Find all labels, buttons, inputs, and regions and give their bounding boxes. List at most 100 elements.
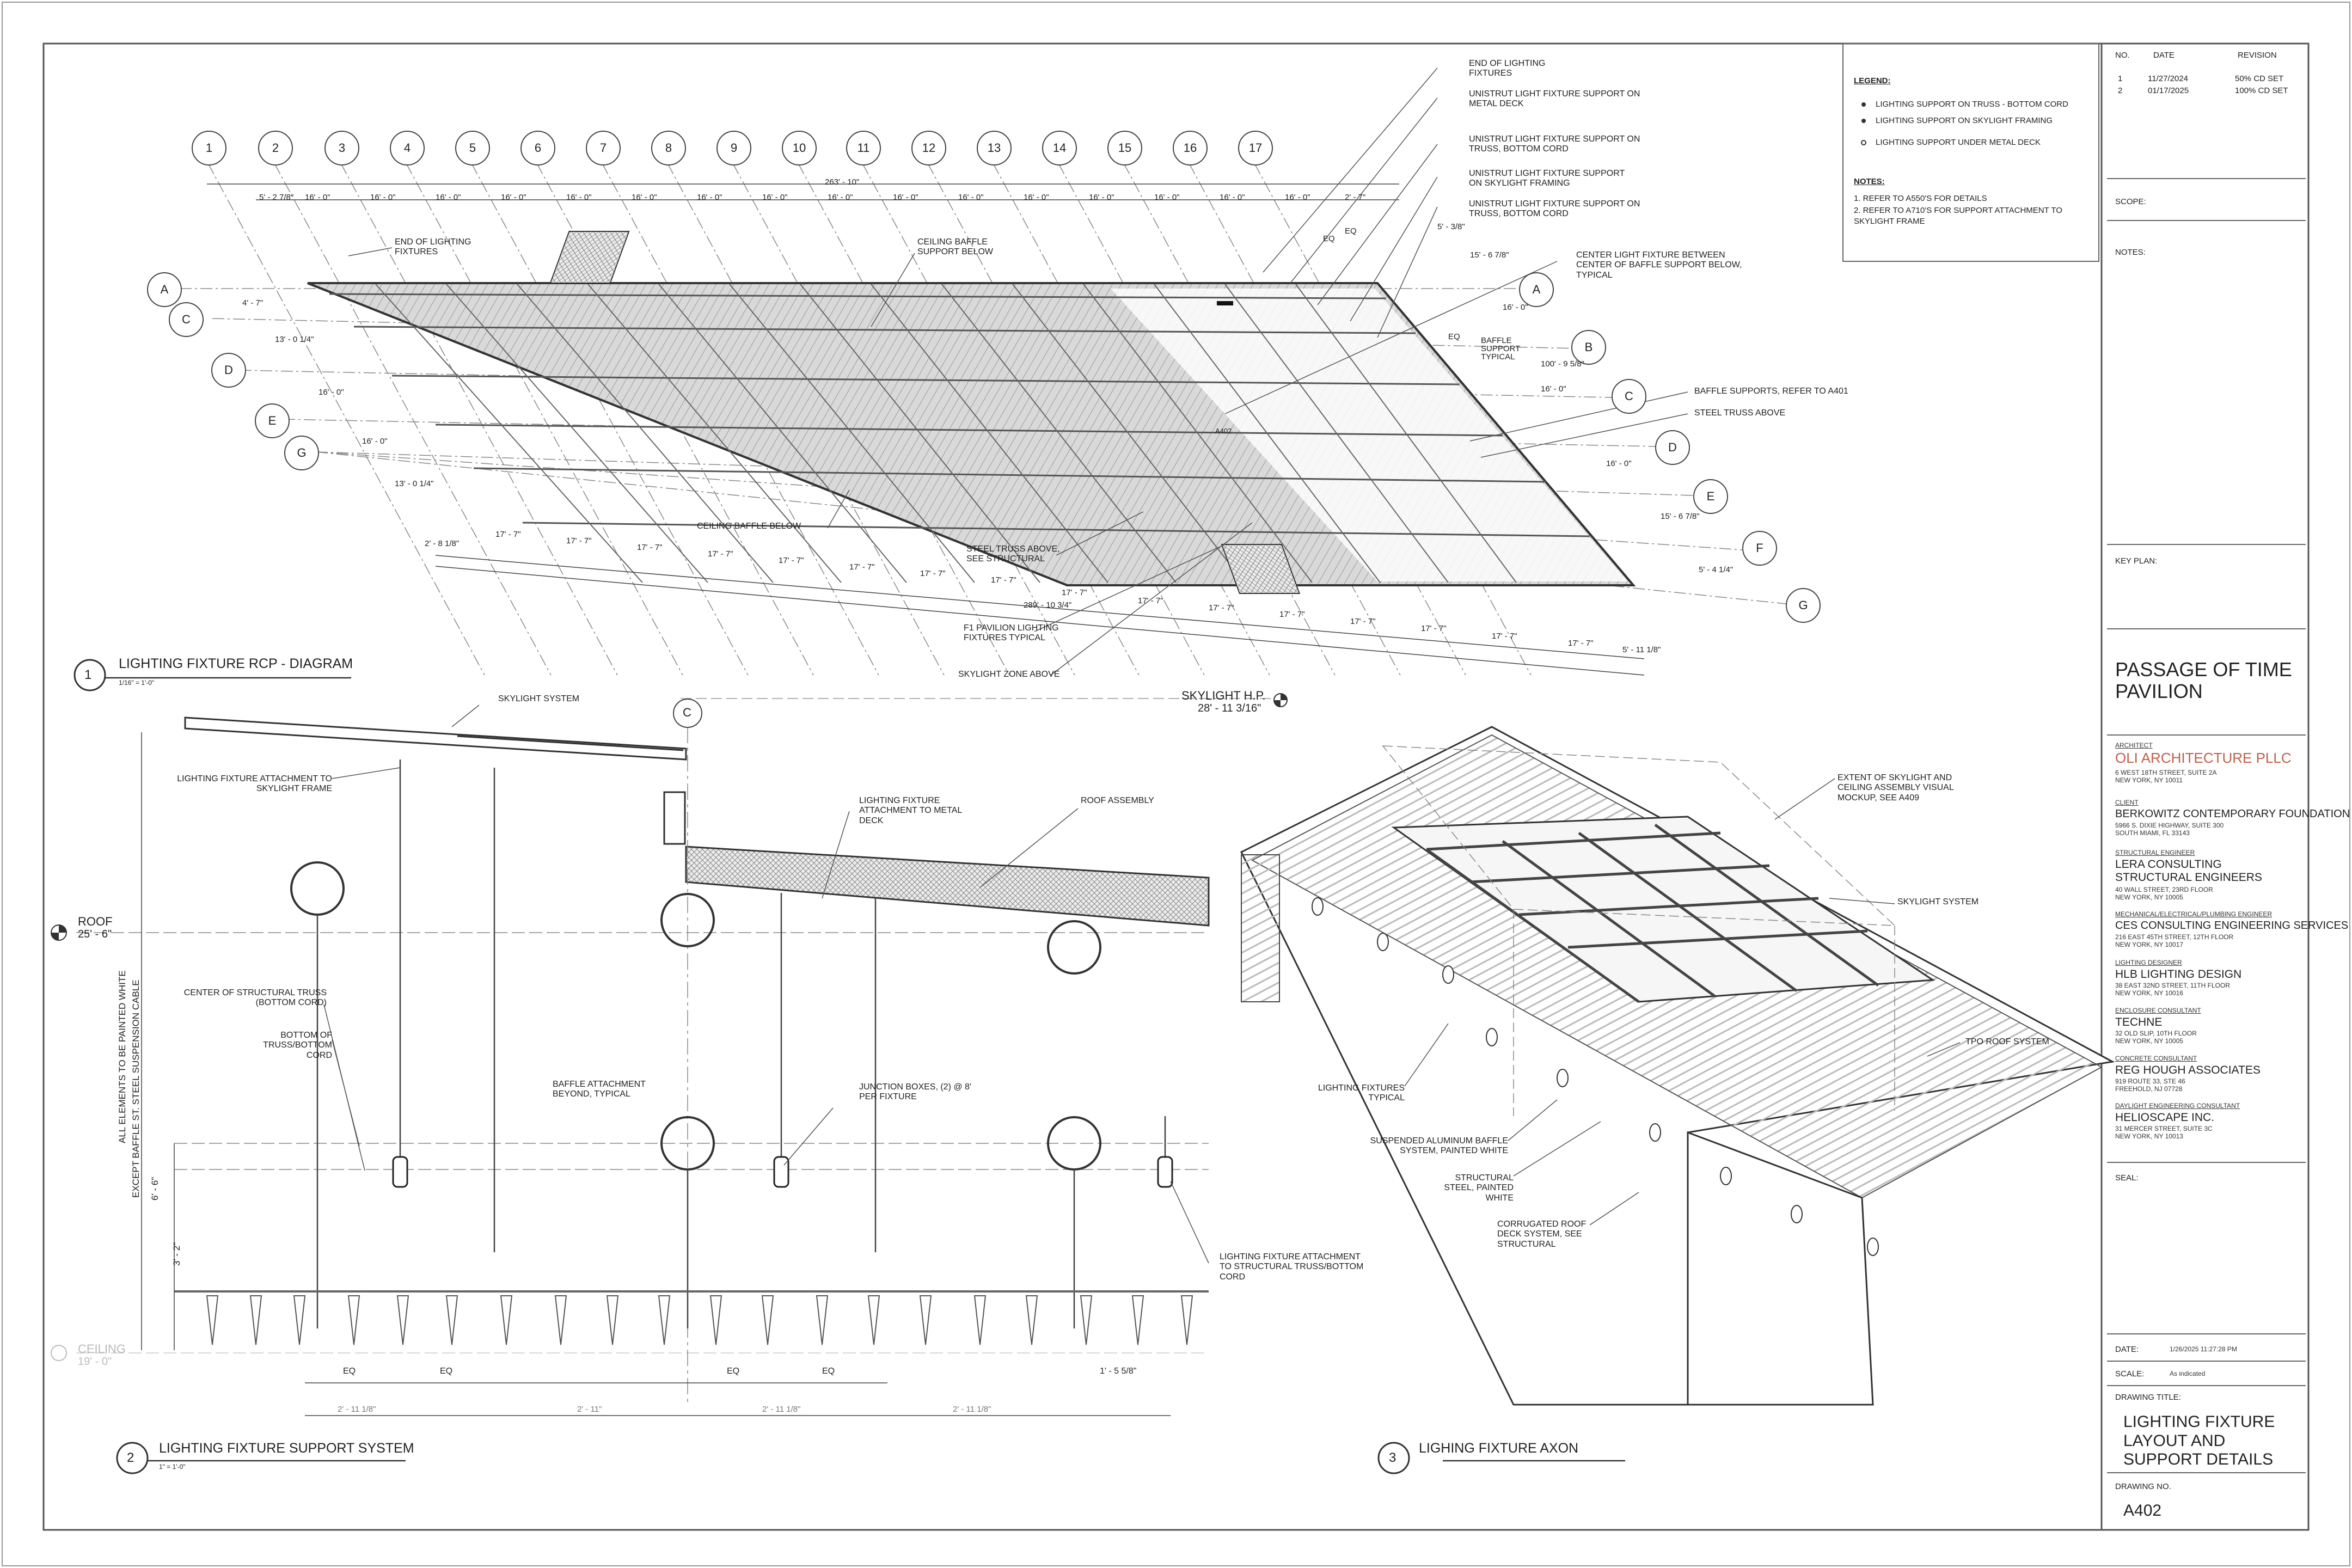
roof-assembly: [685, 846, 1210, 927]
section-baffle-attach: BAFFLE ATTACHMENT BEYOND, TYPICAL: [553, 1080, 646, 1099]
truss-marker-top: [549, 231, 630, 284]
grid-bubble-right-c: C: [1612, 379, 1646, 414]
view-1-title: LIGHTING FIXTURE RCP - DIAGRAM: [119, 656, 353, 671]
section-skylight-hp: SKYLIGHT H.P.: [1181, 689, 1266, 702]
callout-baffle-supports: BAFFLE SUPPORTS, REFER TO A401: [1694, 387, 1848, 396]
grid-bubble-11: 11: [846, 131, 881, 166]
section-eq-3: EQ: [727, 1367, 740, 1376]
grid-bubble-right-a: A: [1519, 272, 1554, 307]
team-lighting-name: HLB LIGHTING DESIGN: [2115, 968, 2242, 981]
rcp-leaders: [348, 68, 1688, 676]
dim-top-bay-11: 16' - 0": [958, 193, 984, 202]
dim-bottom-bay-1: 17' - 7": [495, 530, 521, 539]
axon-tpo-roof: TPO ROOF SYSTEM: [1965, 1037, 2049, 1046]
support-section: [76, 698, 1285, 1416]
dim-right-5: 16' - 0": [1606, 459, 1632, 468]
view-3-number: 3: [1389, 1450, 1396, 1465]
legend-item-3: LIGHTING SUPPORT UNDER METAL DECK: [1876, 138, 2041, 147]
team-client-addr1: 5966 S. DIXIE HIGHWAY, SUITE 300: [2115, 822, 2224, 829]
grid-bubble-1: 1: [192, 131, 226, 166]
section-skylight-system: SKYLIGHT SYSTEM: [498, 694, 580, 703]
team-structural-addr1: 40 WALL STREET, 23RD FLOOR: [2115, 886, 2213, 893]
team-enclosure-addr2: NEW YORK, NY 10005: [2115, 1037, 2183, 1045]
callout-unistrut-skylight: UNISTRUT LIGHT FIXTURE SUPPORT ON SKYLIG…: [1469, 169, 1625, 188]
dim-top-bay-16: 16' - 0": [1285, 193, 1310, 202]
dim-top-bay-7: 16' - 0": [697, 193, 722, 202]
dim-top-bay-2: 16' - 0": [370, 193, 396, 202]
dim-top-bay-15: 16' - 0": [1220, 193, 1245, 202]
view-2-title: LIGHTING FIXTURE SUPPORT SYSTEM: [159, 1441, 414, 1456]
team-architect-addr1: 6 WEST 18TH STREET, SUITE 2A: [2115, 769, 2217, 776]
team-concrete-addr1: 919 ROUTE 33, STE 46: [2115, 1077, 2185, 1085]
team-enclosure-name: TECHNE: [2115, 1016, 2163, 1028]
grid-bubble-right-d: D: [1655, 430, 1690, 465]
dim-bottom-bay-9: 17' - 7": [1062, 588, 1087, 597]
team-enclosure-role: ENCLOSURE CONSULTANT: [2115, 1007, 2201, 1014]
dim-bottom-bay-12: 17' - 7": [1279, 610, 1305, 619]
dim-overall-top: 263' - 10": [825, 177, 860, 187]
dim-bottom-bay-14: 17' - 7": [1421, 624, 1447, 633]
date-label: DATE:: [2115, 1345, 2139, 1354]
dim-eq-1: EQ: [1323, 234, 1335, 243]
team-architect-role: ARCHITECT: [2115, 742, 2153, 749]
grid-bubble-15: 15: [1107, 131, 1142, 166]
dim-bottom-bay-8: 17' - 7": [991, 575, 1016, 585]
grid-bubble-6: 6: [520, 131, 555, 166]
grid-bubble-left-c: C: [169, 302, 204, 337]
grid-bubble-10: 10: [782, 131, 817, 166]
view-1-number: 1: [84, 667, 92, 682]
grid-bubble-right-e: E: [1693, 479, 1728, 514]
team-structural-name: LERA CONSULTING STRUCTURAL ENGINEERS: [2115, 858, 2262, 884]
grid-bubble-2: 2: [258, 131, 293, 166]
team-client-role: CLIENT: [2115, 799, 2139, 806]
legend-note-2: 2. REFER TO A710'S FOR SUPPORT ATTACHMEN…: [1854, 206, 2062, 215]
section-attach-deck: LIGHTING FIXTURE ATTACHMENT TO METAL DEC…: [859, 796, 962, 825]
grid-bubble-7: 7: [586, 131, 621, 166]
dim-top-bay-9: 16' - 0": [828, 193, 853, 202]
dim-bottom-bay-11: 17' - 7": [1209, 603, 1234, 612]
dim-top-first: 5' - 2 7/8": [259, 193, 294, 202]
section-dim-v1: 6' - 6": [150, 1177, 160, 1200]
grid-bubble-9: 9: [716, 131, 751, 166]
team-daylight-name: HELIOSCAPE INC.: [2115, 1111, 2215, 1124]
dim-right-4: 16' - 0": [1541, 384, 1566, 394]
section-bottom-truss: BOTTOM OF TRUSS/BOTTOM CORD: [263, 1031, 332, 1060]
callout-center-light: CENTER LIGHT FIXTURE BETWEEN CENTER OF B…: [1576, 250, 1742, 280]
dim-left-4: 16' - 0": [362, 437, 388, 446]
drawing-title-label: DRAWING TITLE:: [2115, 1393, 2181, 1402]
dim-right-overall: 100' - 9 5/8": [1541, 359, 1584, 369]
grid-bubble-12: 12: [911, 131, 946, 166]
team-mep-addr1: 216 EAST 45TH STREET, 12TH FLOOR: [2115, 933, 2234, 941]
team-concrete-name: REG HOUGH ASSOCIATES: [2115, 1064, 2261, 1076]
revision-row-1-rev: 50% CD SET: [2235, 74, 2284, 83]
drawing-title: LIGHTING FIXTURE LAYOUT AND SUPPORT DETA…: [2123, 1413, 2275, 1468]
team-lighting-role: LIGHTING DESIGNER: [2115, 959, 2182, 966]
dim-bottom-bay-5: 17' - 7": [779, 556, 804, 565]
key-plan-label: KEY PLAN:: [2115, 556, 2158, 566]
grid-bubble-4: 4: [390, 131, 425, 166]
legend-item-1: LIGHTING SUPPORT ON TRUSS - BOTTOM CORD: [1876, 100, 2068, 109]
section-vertical-note-1: ALL ELEMENTS TO BE PAINTED WHITE: [117, 970, 127, 1143]
team-mep-name: CES CONSULTING ENGINEERING SERVICES: [2115, 920, 2349, 932]
dim-top-bay-3: 16' - 0": [436, 193, 461, 202]
view-2-number: 2: [127, 1450, 134, 1465]
rcp-plan: [180, 163, 1792, 676]
section-attach-skylight: LIGHTING FIXTURE ATTACHMENT TO SKYLIGHT …: [177, 774, 332, 794]
callout-skylight-zone: SKYLIGHT ZONE ABOVE: [958, 670, 1060, 679]
baffle-row: [206, 1295, 1193, 1345]
team-daylight-addr1: 31 MERCER STREET, SUITE 3C: [2115, 1125, 2213, 1132]
grid-bubble-left-g: G: [284, 436, 319, 470]
dim-right-2: 15' - 6 7/8": [1470, 250, 1509, 260]
truss-marker-bottom: [1221, 544, 1301, 594]
dim-left-5: 13' - 0 1/4": [395, 479, 434, 488]
dim-eq-2: EQ: [1345, 226, 1357, 236]
dim-bottom-bay-3: 17' - 7": [637, 543, 663, 552]
scale-value: As indicated: [2170, 1370, 2206, 1377]
drawing-no-label: DRAWING NO.: [2115, 1482, 2171, 1491]
title-block-lines: [2107, 178, 2306, 1473]
callout-baffle-support-typ: BAFFLE SUPPORT TYPICAL: [1481, 336, 1520, 362]
axon-fixtures-typical: LIGHTING FIXTURES TYPICAL: [1318, 1083, 1405, 1103]
team-mep-role: MECHANICAL/ELECTRICAL/PLUMBING ENGINEER: [2115, 910, 2273, 918]
callout-unistrut-deck: UNISTRUT LIGHT FIXTURE SUPPORT ON METAL …: [1469, 89, 1640, 109]
callout-ceiling-baffle-support: CEILING BAFFLE SUPPORT BELOW: [917, 237, 993, 257]
